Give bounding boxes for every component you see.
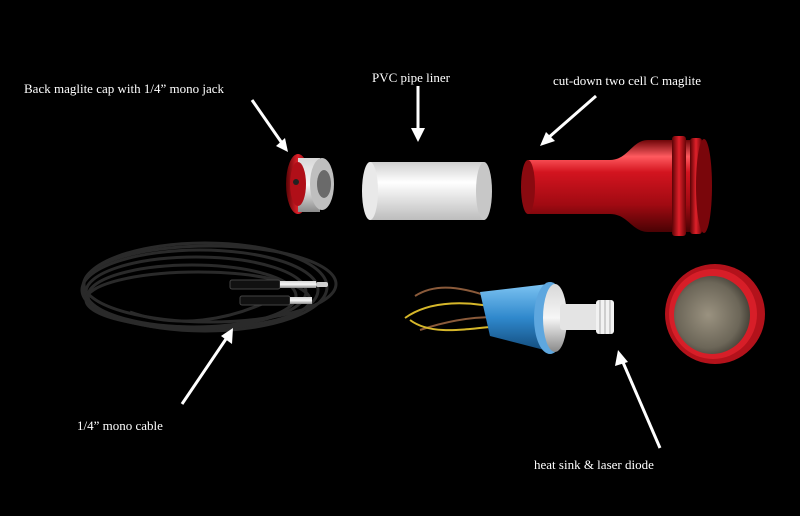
- label-pvc-pipe-liner: PVC pipe liner: [372, 70, 450, 85]
- label-mono-cable: 1/4” mono cable: [77, 418, 163, 433]
- arrow-maglite: [540, 94, 597, 146]
- arrow-pvc: [411, 86, 425, 142]
- pvc-pipe-liner: [362, 162, 492, 220]
- heat-sink-laser-diode: [404, 282, 614, 354]
- label-back-cap: Back maglite cap with 1/4” mono jack: [24, 81, 224, 96]
- arrow-cable: [180, 328, 233, 405]
- arrow-cap: [250, 99, 288, 152]
- maglite-lens-cap: [665, 264, 765, 364]
- label-heat-sink-laser-diode: heat sink & laser diode: [534, 457, 654, 472]
- mono-cable: [80, 241, 338, 333]
- label-maglite: cut-down two cell C maglite: [553, 73, 702, 88]
- arrow-diode: [615, 350, 662, 449]
- annotation-arrows: [180, 86, 662, 449]
- back-cap: [286, 154, 334, 214]
- mono-plug: [229, 279, 328, 306]
- maglite-body: [521, 136, 712, 236]
